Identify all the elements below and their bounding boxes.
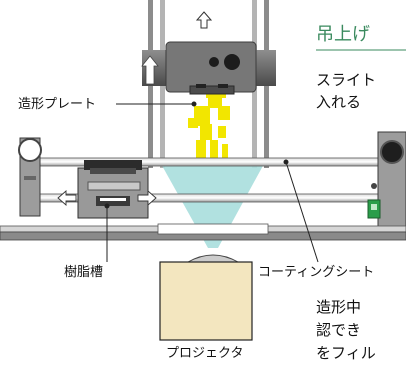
label-build-plate: 造形プレート (18, 97, 97, 112)
body-text-line1: 造形中 (316, 298, 362, 316)
projector (159, 254, 253, 341)
resin-vat (77, 160, 149, 219)
head-hole-left (209, 57, 219, 67)
head-hole-right (224, 54, 240, 70)
leader-coating-sheet (285, 161, 319, 263)
label-projector: プロジェクタ (166, 346, 244, 361)
resin-model (188, 92, 230, 160)
right-disc (380, 140, 404, 164)
label-coating-sheet: コーティングシート (258, 265, 375, 280)
vat-body (77, 167, 149, 219)
light-beam (160, 162, 265, 248)
right-arrow-icon (137, 190, 157, 206)
up-arrow-icon (141, 55, 159, 85)
label-resin-vat: 樹脂槽 (64, 265, 104, 280)
leader-lines (104, 101, 319, 263)
projection-window (157, 223, 269, 235)
left-end-bracket (18, 137, 42, 217)
vat-lid (84, 160, 142, 170)
projector-body (159, 261, 253, 341)
base-platform (0, 223, 406, 241)
build-plate (189, 85, 235, 95)
side-text-line1: スライト (316, 71, 377, 89)
body-text-line3: をフィル (316, 344, 376, 362)
projector-lens (186, 254, 240, 263)
side-title: 吊上げ (316, 24, 370, 45)
side-text-line2: 入れる (316, 93, 362, 111)
right-end-bracket (367, 131, 406, 235)
body-text-line2: 認でき (316, 321, 362, 339)
up-arrow-icon (195, 11, 213, 29)
left-disc (18, 138, 42, 162)
build-plate-head (165, 41, 257, 93)
left-arrow-icon (57, 190, 77, 206)
